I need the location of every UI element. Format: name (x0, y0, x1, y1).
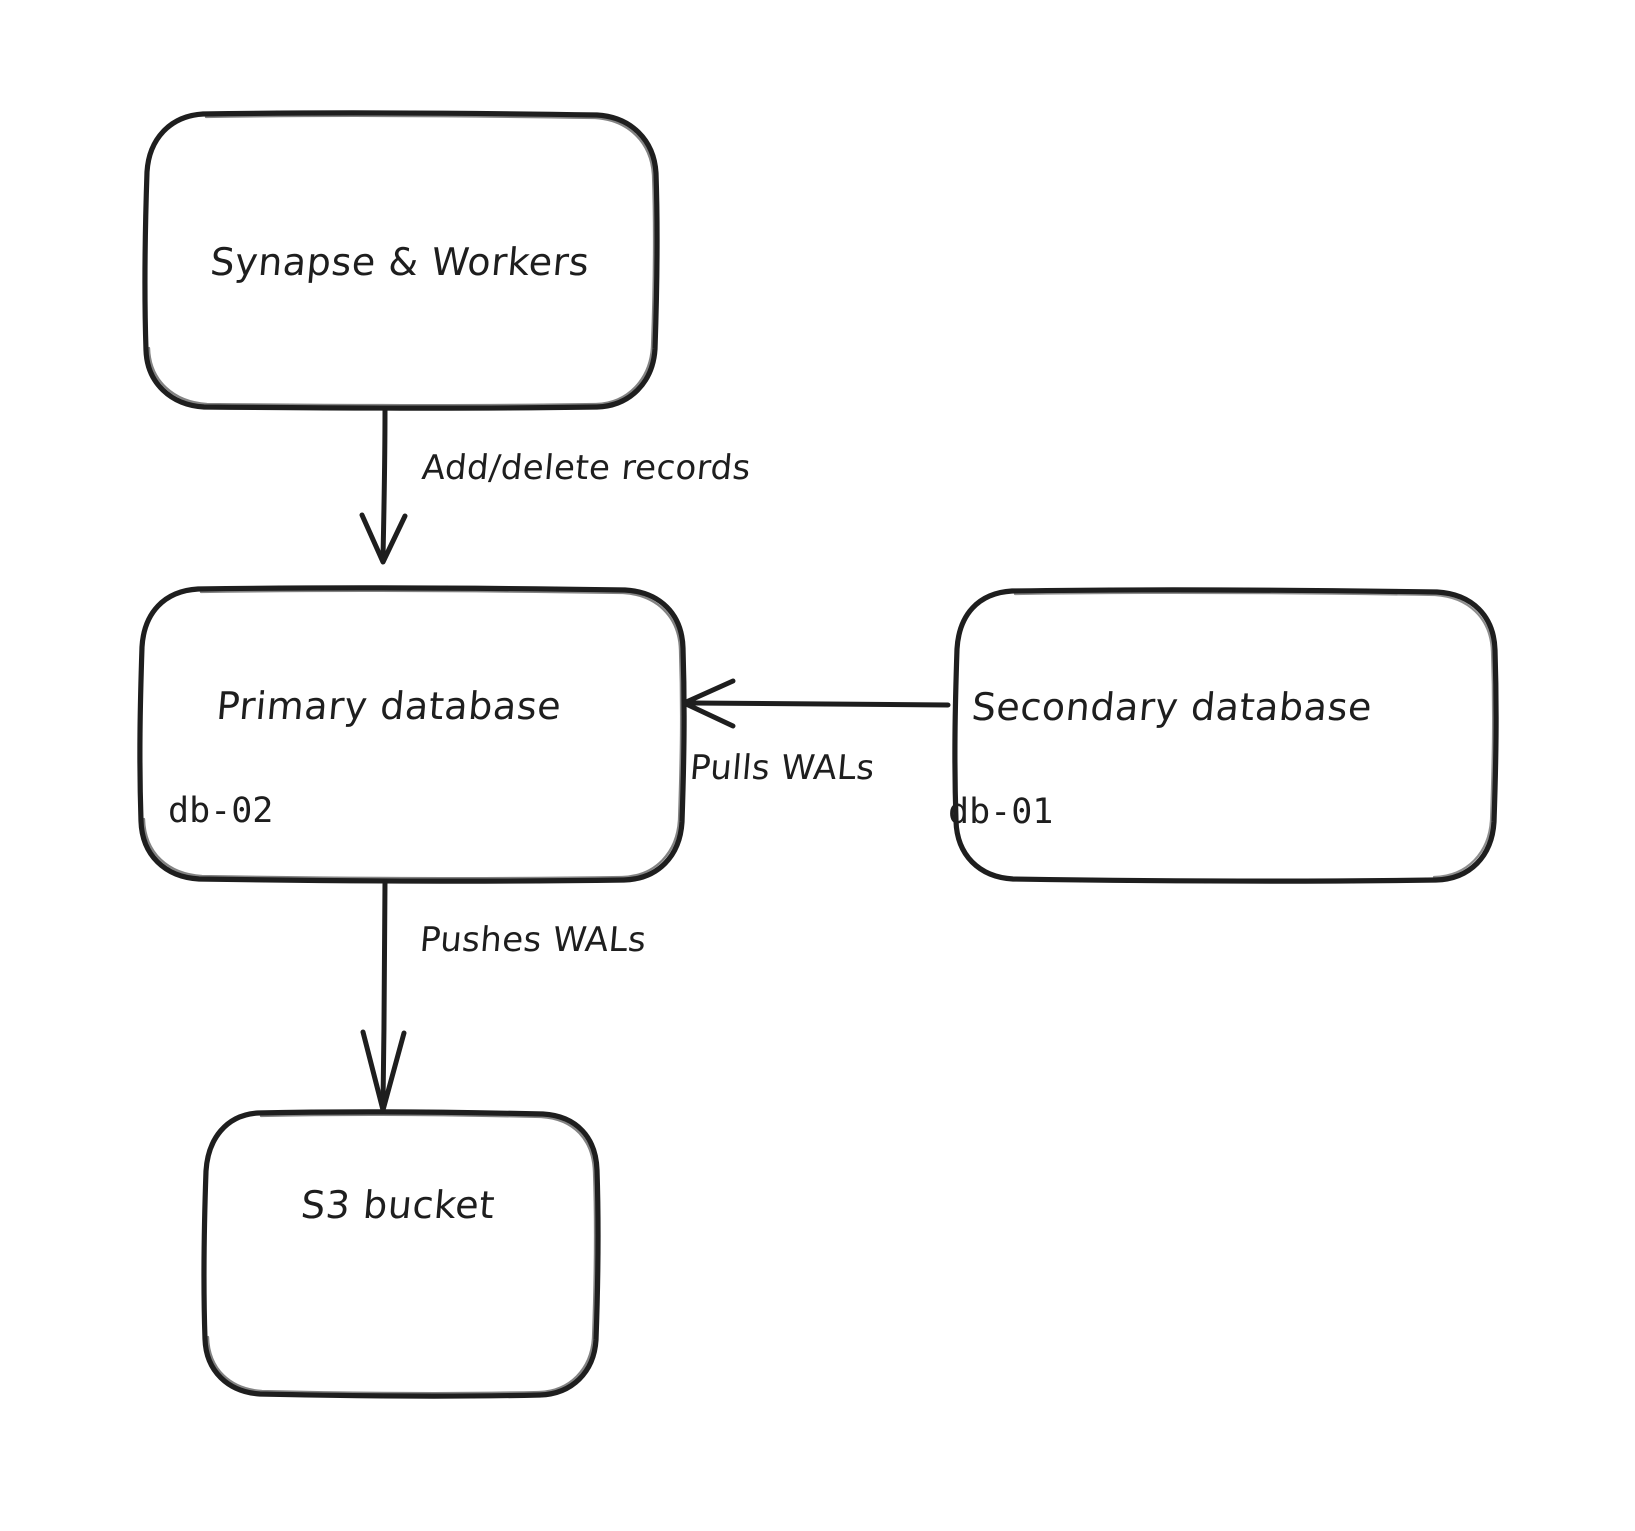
node-s3-bucket[interactable] (201, 1109, 601, 1399)
node-secondary-database-sublabel: db-01 (948, 792, 1054, 832)
edge-secondary-to-primary-arrowhead (681, 678, 736, 729)
node-primary-database-outline (137, 585, 687, 884)
node-s3-bucket-outline-sketch (206, 1113, 597, 1395)
node-primary-database[interactable] (137, 585, 687, 884)
edge-label-add-delete-records: Add/delete records (420, 448, 753, 488)
node-secondary-database-outline-sketch (1013, 591, 1495, 879)
node-synapse-workers-outline (142, 110, 660, 411)
edge-label-pushes-wals: Pushes WALs (418, 920, 648, 960)
node-synapse-workers-outline-sketch (147, 114, 656, 407)
edge-synapse-to-primary[interactable] (359, 407, 408, 565)
node-primary-database-sublabel: db-02 (168, 791, 274, 831)
node-s3-bucket-outline (201, 1109, 601, 1399)
node-synapse-workers-label: Synapse & Workers (208, 240, 592, 284)
edge-synapse-to-primary-line (380, 407, 388, 560)
node-secondary-database[interactable] (952, 587, 1499, 884)
edge-primary-to-s3-line (380, 879, 388, 1107)
node-secondary-database-label: Secondary database (969, 685, 1375, 729)
edge-synapse-to-primary-arrowhead (359, 512, 408, 565)
node-synapse-workers[interactable] (142, 110, 660, 411)
node-primary-database-label: Primary database (214, 684, 564, 728)
node-secondary-database-outline (952, 587, 1499, 884)
node-primary-database-outline-sketch (142, 589, 683, 880)
node-s3-bucket-label: S3 bucket (299, 1183, 497, 1227)
edge-secondary-to-primary-line (689, 700, 951, 708)
edge-secondary-to-primary[interactable] (681, 678, 951, 729)
edge-primary-to-s3[interactable] (360, 879, 407, 1113)
edge-label-pulls-wals: Pulls WALs (688, 748, 877, 788)
